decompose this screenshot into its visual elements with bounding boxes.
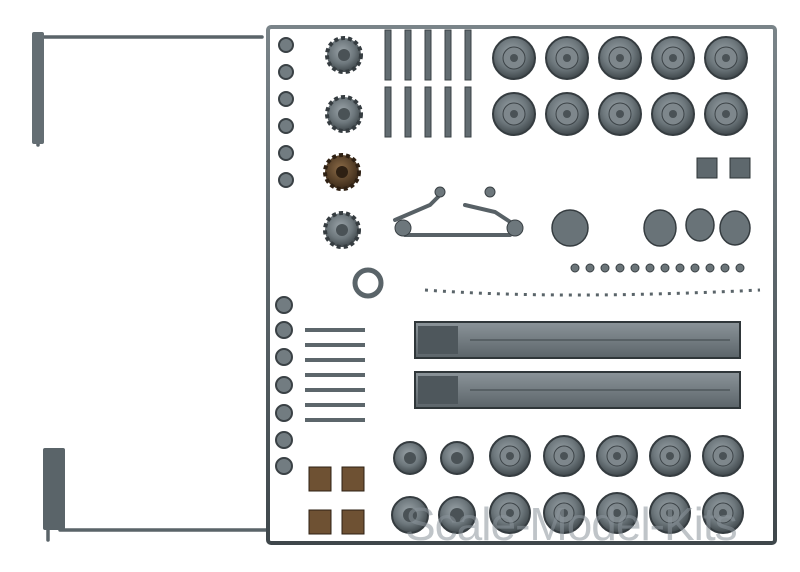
road-wheels-row-1 xyxy=(492,36,748,80)
road-wheels-row-4 xyxy=(391,492,744,534)
track-links xyxy=(696,157,751,179)
rust-parts xyxy=(308,466,365,535)
hull-covers xyxy=(551,208,751,247)
washers-column xyxy=(275,37,294,475)
sprue-hub xyxy=(352,267,384,299)
sprue-frame xyxy=(266,25,777,545)
road-wheels-row-3 xyxy=(393,435,744,477)
torsion-bars xyxy=(305,328,365,422)
hull-side-panels xyxy=(414,321,741,409)
watermark-text: Scale-Model-Kits xyxy=(405,498,737,550)
sprue-left-arm xyxy=(36,34,270,542)
road-wheels-row-2 xyxy=(492,92,748,136)
drive-sprockets xyxy=(323,36,363,249)
sprue-left-tab xyxy=(43,448,65,530)
bolt-strip xyxy=(570,263,745,273)
suspension-arms xyxy=(393,193,517,237)
small-parts-cluster xyxy=(384,29,472,138)
